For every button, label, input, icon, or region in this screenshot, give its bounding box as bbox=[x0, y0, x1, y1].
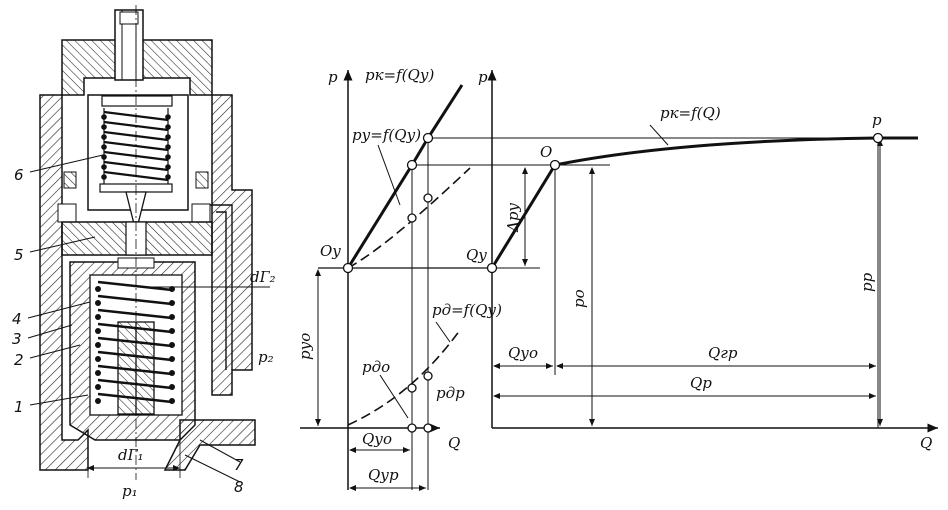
right-y-axis-label: p bbox=[478, 68, 488, 86]
point-p bbox=[872, 132, 884, 144]
part-label-5: 5 bbox=[14, 246, 24, 264]
label-pk-Q: pк=f(Q) bbox=[660, 104, 721, 122]
left-y-axis-label: p bbox=[328, 68, 338, 86]
label-pp: pp bbox=[858, 272, 876, 292]
curve-pd-Qy bbox=[347, 329, 461, 426]
part-label-4: 4 bbox=[12, 310, 22, 328]
label-pyo: pуo bbox=[296, 333, 314, 360]
label-O: O bbox=[540, 143, 552, 161]
label-p: p bbox=[872, 111, 882, 129]
curve-py-Qy bbox=[347, 167, 471, 269]
label-delta-py: Δpу bbox=[504, 203, 522, 233]
label-Qy: Qу bbox=[466, 246, 487, 264]
port-p2: p₂ bbox=[258, 348, 274, 366]
housing-left-wall bbox=[39, 94, 89, 471]
label-Qyo-right: Qуo bbox=[508, 344, 538, 362]
label-Qp: Qp bbox=[690, 374, 712, 392]
part-label-6: 6 bbox=[14, 166, 24, 184]
label-pk-curve: pк=f(Qу) bbox=[365, 66, 435, 84]
dim-dg2: dГ₂ bbox=[250, 268, 276, 286]
part-label-7: 7 bbox=[234, 456, 244, 474]
right-x-axis-label: Q bbox=[920, 434, 932, 452]
curve-pk-Qy bbox=[346, 84, 464, 269]
part-label-3: 3 bbox=[12, 330, 22, 348]
label-Qyp: Qуp bbox=[368, 466, 399, 484]
label-pdp: pдp bbox=[436, 384, 465, 402]
label-Qyo-left: Qуo bbox=[362, 430, 392, 448]
port-p1: p₁ bbox=[122, 482, 138, 500]
label-pdo: pдo bbox=[362, 358, 390, 376]
curve-pk-Q bbox=[490, 136, 918, 269]
right-graph: p Q pк=f(Q) O p Qу Δpу pо pp Qуo Qгp Qp bbox=[466, 68, 938, 452]
point-O bbox=[549, 159, 561, 171]
dim-dg1: dГ₁ bbox=[118, 446, 144, 464]
label-po: pо bbox=[570, 289, 588, 308]
label-Oy: Oу bbox=[320, 242, 341, 260]
label-pd-curve: pд=f(Qу) bbox=[432, 301, 502, 319]
label-Qgp: Qгp bbox=[708, 344, 738, 362]
label-py-curve: pу=f(Qу) bbox=[352, 126, 421, 144]
part-label-2: 2 bbox=[14, 351, 24, 369]
left-graph: p Q pк=f(Qу) pу=f(Qу) pд=f(Qу) Oу pуo pд… bbox=[296, 66, 880, 491]
valve-drawing: 1 2 3 4 5 6 7 8 dГ₁ dГ₂ p₁ p₂ bbox=[12, 5, 276, 500]
left-x-axis-label: Q bbox=[448, 434, 460, 452]
part-label-8: 8 bbox=[234, 478, 244, 496]
point-Qy bbox=[486, 262, 498, 274]
part-label-1: 1 bbox=[14, 398, 24, 416]
point-Oy bbox=[342, 262, 354, 274]
